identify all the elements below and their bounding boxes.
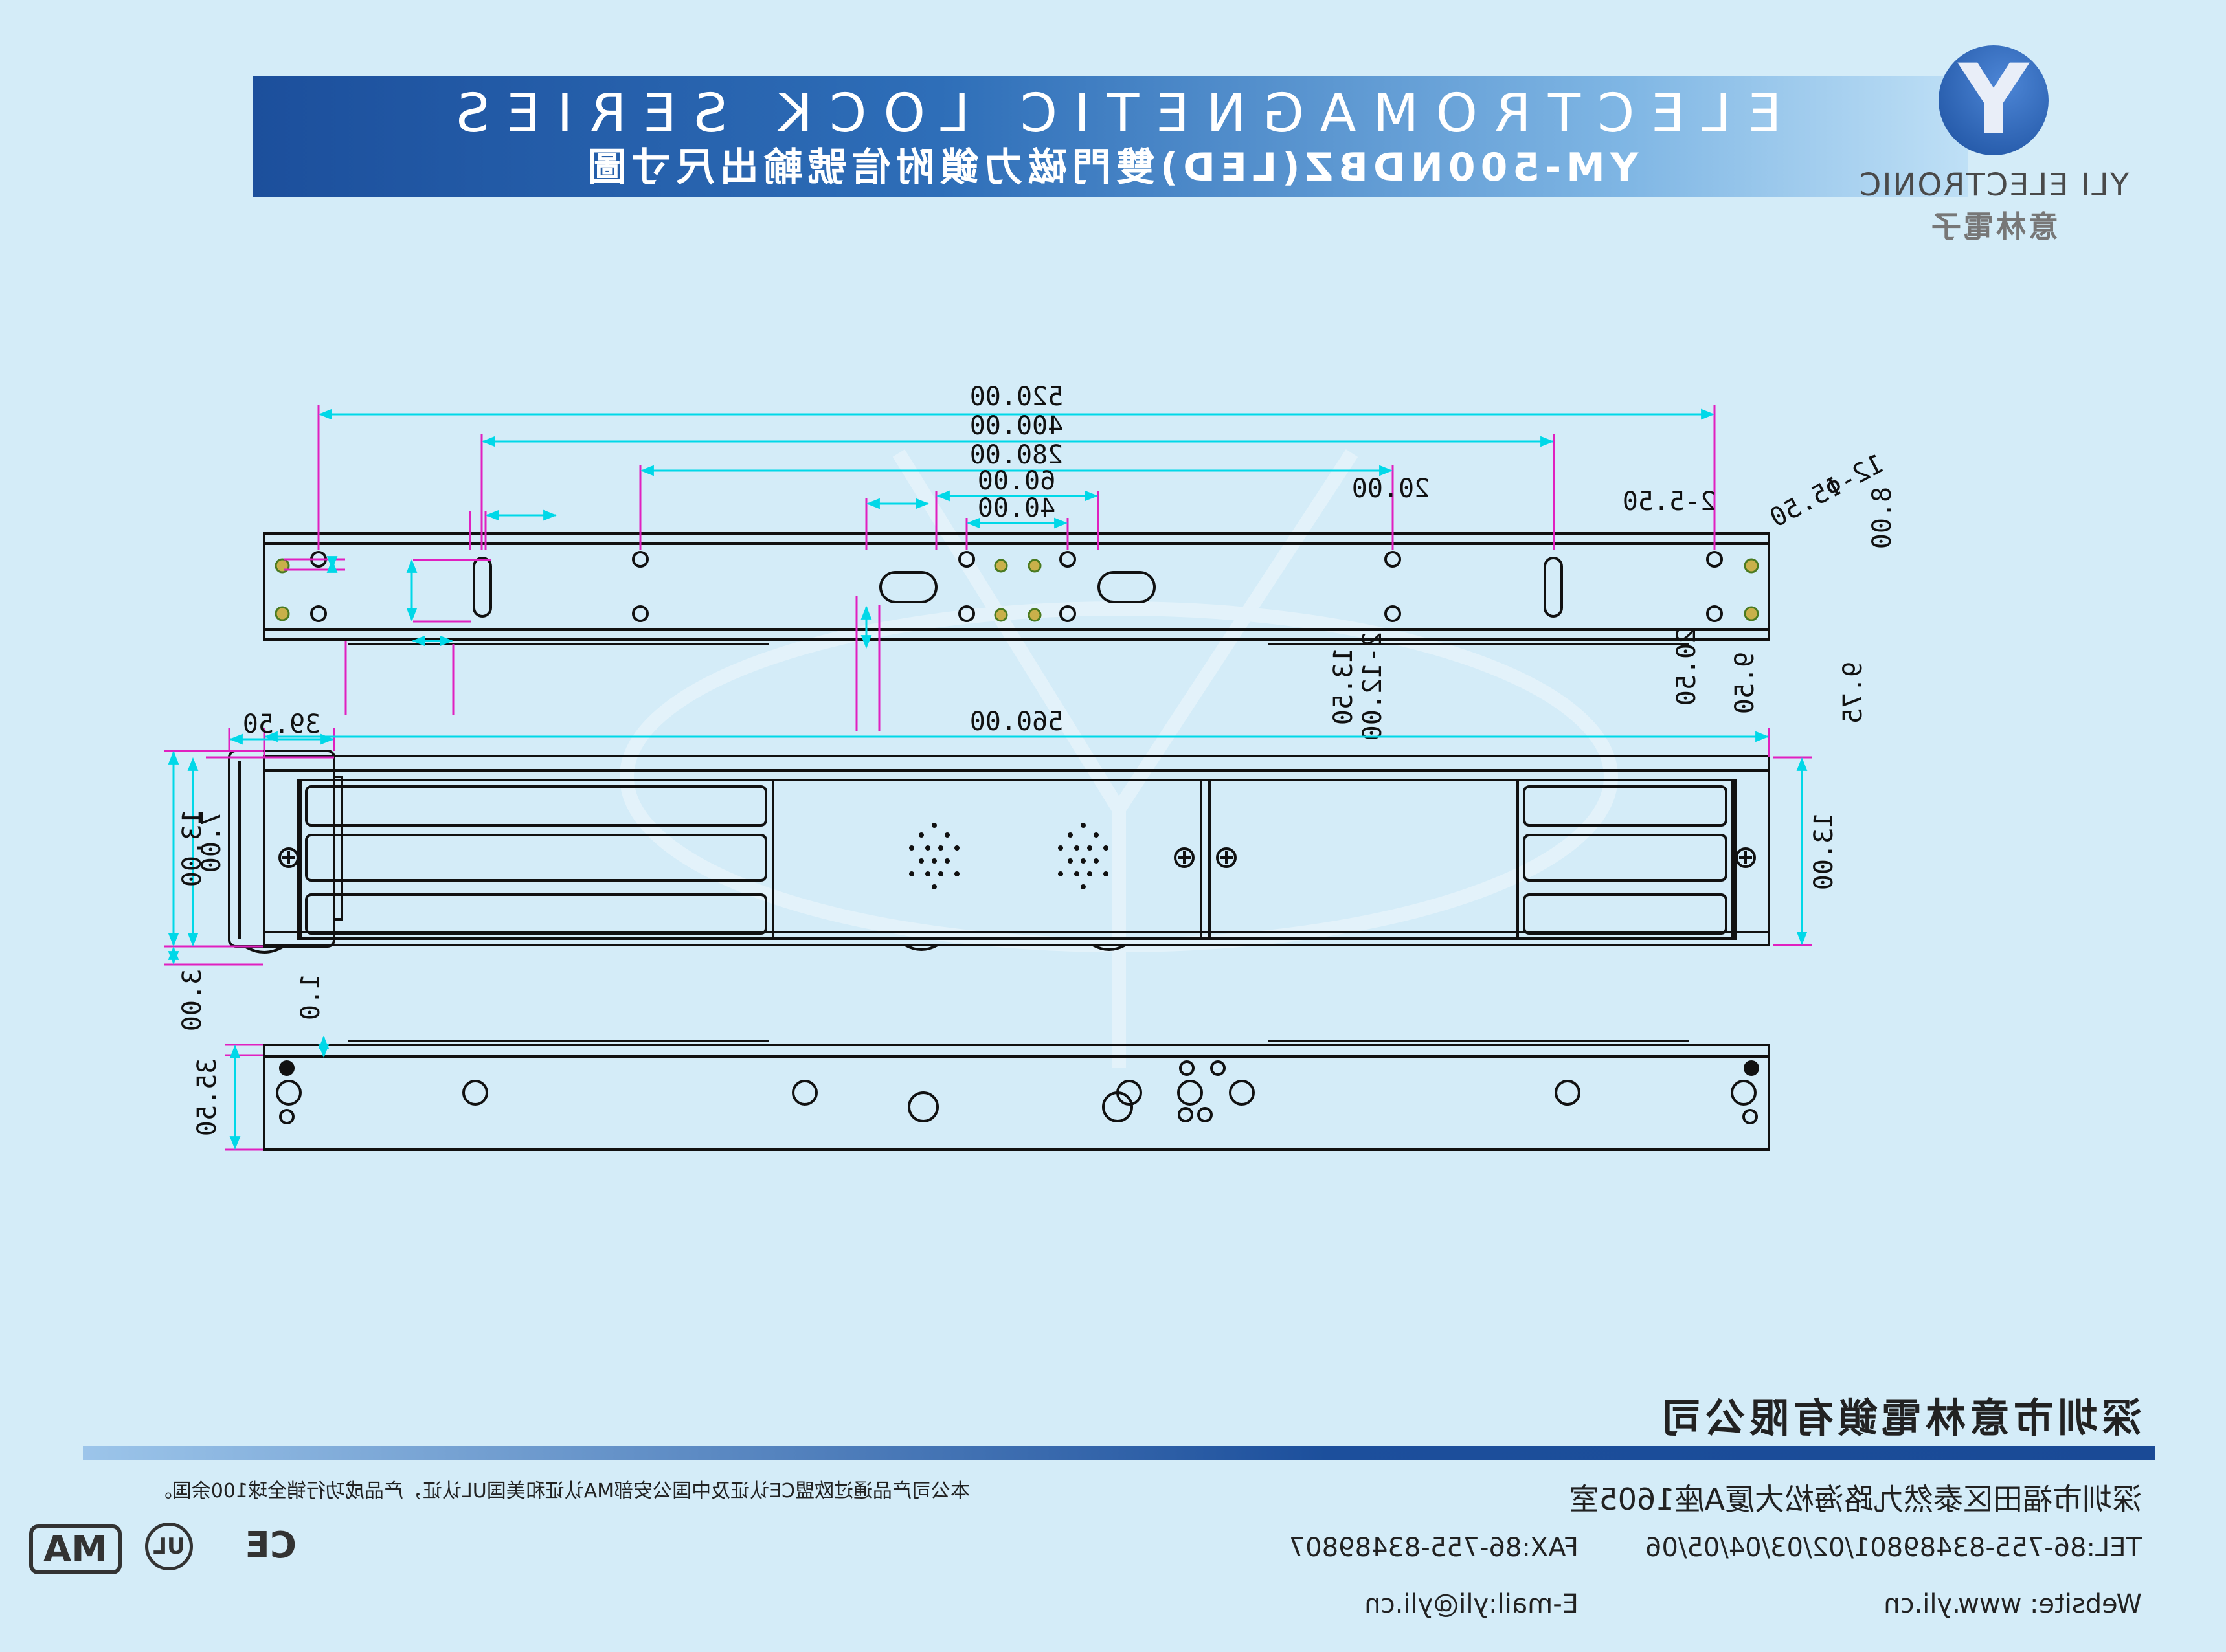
dim-40: 40.00 xyxy=(978,493,1055,523)
led-grille-left xyxy=(1058,823,1108,889)
company-name: 深圳市意林電鎖有限公司 xyxy=(1657,1394,2142,1442)
dim-520: 520.00 xyxy=(970,382,1064,412)
bottom-view-plate xyxy=(263,1040,1770,1151)
terminal-screws xyxy=(275,558,1759,622)
dim-slot: 2-5.50 xyxy=(1623,487,1716,517)
dim-13-left: 13.00 xyxy=(177,809,207,887)
dim-1: 1.0 xyxy=(296,974,326,1020)
dim-8: 8.00 xyxy=(1867,487,1897,549)
bottom-dimension-labels: 1.0 35.50 xyxy=(192,974,326,1136)
dim-13-right: 13.00 xyxy=(1809,812,1839,890)
dim-35-50: 35.50 xyxy=(192,1058,222,1136)
front-screw-right xyxy=(1735,847,1756,868)
bottom-dimensions xyxy=(225,1035,330,1151)
cable-slot-right xyxy=(879,571,938,603)
front-screw-left xyxy=(278,847,299,868)
led-grille-right xyxy=(909,823,960,889)
website: Website: www.yli.cn xyxy=(1883,1589,2142,1619)
top-dimension-labels: 520.00 400.00 280.00 60.00 40.00 20.00 2… xyxy=(970,382,1897,741)
dim-60: 60.00 xyxy=(978,466,1055,496)
ma-mark-icon: MA xyxy=(28,1524,122,1574)
dim-9-50: 9.50 xyxy=(1730,652,1760,714)
certification-note: 本公司产品通过欧盟CE认证及中国公安部MA认证和美国UL认证，产品成功行销全球1… xyxy=(152,1480,970,1502)
dim-20-50: 20.50 xyxy=(1672,628,1702,706)
dim-20: 20.00 xyxy=(1352,474,1430,504)
dim-39-50: 39.50 xyxy=(243,709,320,739)
fax: FAX:86-755-83489807 xyxy=(1288,1533,1579,1563)
front-screw-center-a xyxy=(1216,847,1237,868)
led-speaker-grilles xyxy=(909,823,1108,889)
front-dimensions xyxy=(164,728,1812,966)
dim-9-75: 9.75 xyxy=(1838,662,1868,724)
coil-left xyxy=(299,779,774,940)
dim-2-12: 2-12.00 xyxy=(1358,632,1388,741)
top-dimensions xyxy=(284,405,1716,731)
dim-560: 560.00 xyxy=(970,707,1064,737)
front-screw-center-b xyxy=(1174,847,1195,868)
footer-divider xyxy=(83,1446,2155,1460)
telephone: TEL:86-755-83489801/02/03/04/05/06 xyxy=(1645,1533,2142,1563)
side-view-body xyxy=(228,750,343,954)
top-view-plate xyxy=(263,532,1770,645)
right-slot xyxy=(1544,557,1563,618)
watermark-logo xyxy=(620,449,1618,1068)
company-address: 深圳市福田区泰然九路海松大厦A座1605室 xyxy=(1569,1482,2142,1517)
mounting-holes xyxy=(310,551,1723,622)
dim-13-50: 13.50 xyxy=(1329,647,1358,725)
dim-3: 3.00 xyxy=(177,969,207,1031)
coil-right xyxy=(1516,779,1734,940)
dim-280: 280.00 xyxy=(970,440,1064,470)
dim-400: 400.00 xyxy=(970,411,1064,441)
dim-7: 7.00 xyxy=(197,810,227,873)
ce-mark-icon: CE xyxy=(245,1524,297,1567)
front-view-body xyxy=(263,755,1770,951)
email: E-mail:yli@yli.cn xyxy=(1364,1589,1579,1619)
bottom-corner-marks xyxy=(279,1060,1759,1076)
cable-slot-left xyxy=(1097,571,1156,603)
front-dimension-labels: 560.00 39.50 13.00 7.00 3.00 13.00 xyxy=(177,707,1839,1031)
left-slot xyxy=(473,557,492,618)
ul-mark-icon: UL xyxy=(145,1523,193,1570)
